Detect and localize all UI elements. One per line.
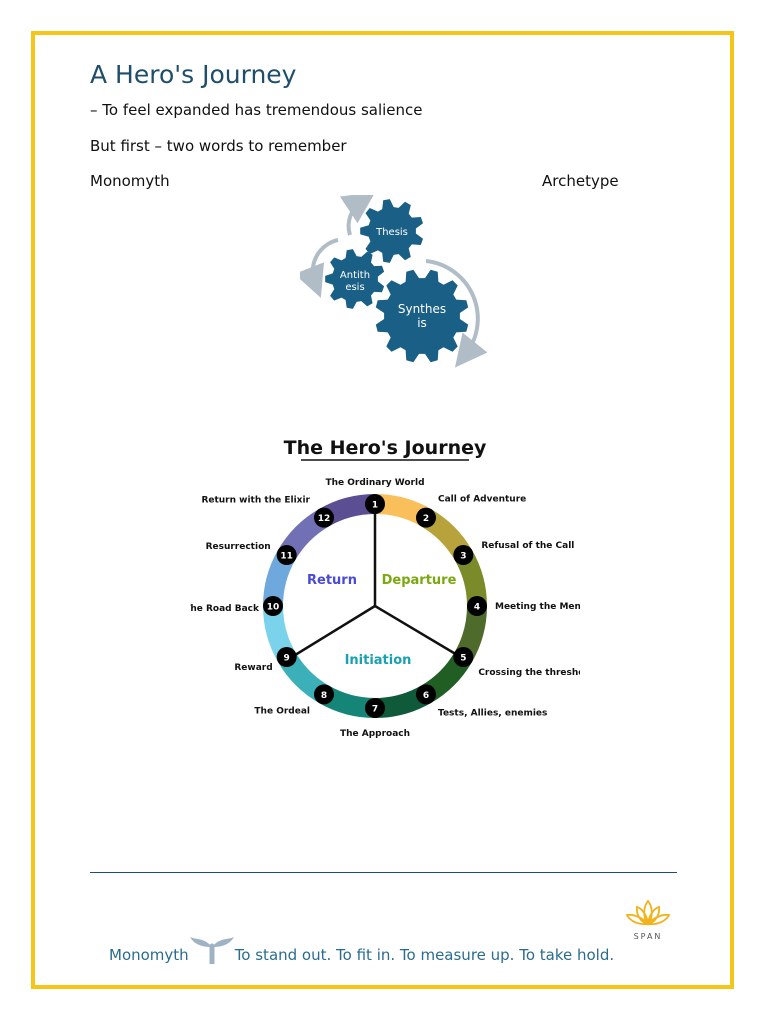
stage-number: 3 — [460, 552, 466, 562]
stage-label: Return with the Elixir — [201, 496, 310, 506]
stage-number: 7 — [372, 705, 378, 715]
stage-label: Meeting the Mentor — [495, 602, 580, 612]
stage-number: 5 — [460, 654, 466, 664]
page-frame — [31, 31, 734, 989]
stage-number: 12 — [318, 514, 331, 524]
gear-antithesis-label-2: esis — [345, 282, 364, 293]
stage-number: 4 — [474, 603, 480, 613]
spoke-line — [286, 604, 376, 662]
stage-node — [453, 647, 474, 667]
stage-number: 2 — [423, 514, 429, 524]
stage-node — [276, 545, 297, 565]
footer-monomyth: Monomyth — [109, 946, 189, 964]
footer-tagline: Monomyth To stand out. To fit in. To mea… — [109, 937, 615, 970]
wheel-title: The Hero's Journey — [284, 437, 487, 459]
stage-label: The Ordinary World — [325, 478, 424, 488]
subtitle-line: But first – two words to remember — [90, 137, 347, 155]
gear-thesis: Thesis — [360, 199, 423, 263]
stage-label: The Ordeal — [254, 706, 310, 716]
stage-label: Tests, Allies, enemies — [438, 708, 547, 718]
stage-number: 9 — [284, 654, 290, 664]
stage-node — [263, 596, 283, 616]
section-initiation: Initiation — [345, 653, 412, 668]
section-departure: Departure — [382, 573, 457, 588]
gears-diagram: Thesis Antith esis Synthes is — [300, 195, 488, 368]
gear-synthesis-label-1: Synthes — [398, 302, 446, 316]
gear-synthesis-label-2: is — [417, 316, 427, 330]
intro-line: – To feel expanded has tremendous salien… — [90, 101, 423, 119]
footer-divider — [90, 872, 677, 873]
stage-label: Call of Adventure — [438, 495, 526, 505]
span-logo: SPAN — [622, 898, 674, 941]
stage-node — [314, 684, 334, 705]
page-title: A Hero's Journey — [90, 60, 297, 89]
footer-motto: To stand out. To fit in. To measure up. … — [234, 946, 615, 964]
stage-node — [416, 684, 436, 705]
stage-number: 10 — [267, 603, 280, 613]
stage-label: The Road Back — [190, 604, 260, 614]
lotus-icon — [625, 899, 671, 926]
gear-antithesis: Antith esis — [325, 249, 385, 309]
stage-label: Refusal of the Call — [481, 541, 574, 551]
word-archetype: Archetype — [542, 172, 619, 190]
stage-number: 1 — [372, 501, 378, 511]
gear-thesis-label: Thesis — [375, 227, 408, 238]
stage-node — [365, 494, 385, 514]
logo-text: SPAN — [633, 932, 663, 941]
stage-node — [276, 647, 297, 667]
arrow-icon — [300, 238, 339, 298]
stage-node — [365, 698, 385, 718]
stage-number: 8 — [321, 691, 327, 701]
stage-number: 11 — [280, 552, 293, 562]
arrow-icon — [339, 195, 376, 236]
stage-node — [453, 545, 474, 565]
gear-antithesis-label-1: Antith — [340, 270, 370, 281]
stage-label: Resurrection — [206, 542, 271, 552]
stage-node — [314, 507, 334, 528]
gear-synthesis: Synthes is — [375, 269, 469, 363]
stage-number: 6 — [423, 691, 429, 701]
arrow-icon — [425, 259, 488, 368]
stage-node — [467, 596, 487, 616]
stage-label: Reward — [234, 663, 272, 673]
spoke-line — [374, 604, 465, 661]
stage-label: Crossing the threshold — [478, 668, 580, 678]
section-return: Return — [307, 573, 357, 588]
sprout-icon — [189, 937, 234, 964]
stage-label: The Approach — [340, 729, 410, 739]
heros-journey-wheel: The Hero's Journey Return Departure Init… — [190, 437, 580, 739]
word-monomyth: Monomyth — [90, 172, 170, 190]
stage-node — [416, 507, 436, 528]
